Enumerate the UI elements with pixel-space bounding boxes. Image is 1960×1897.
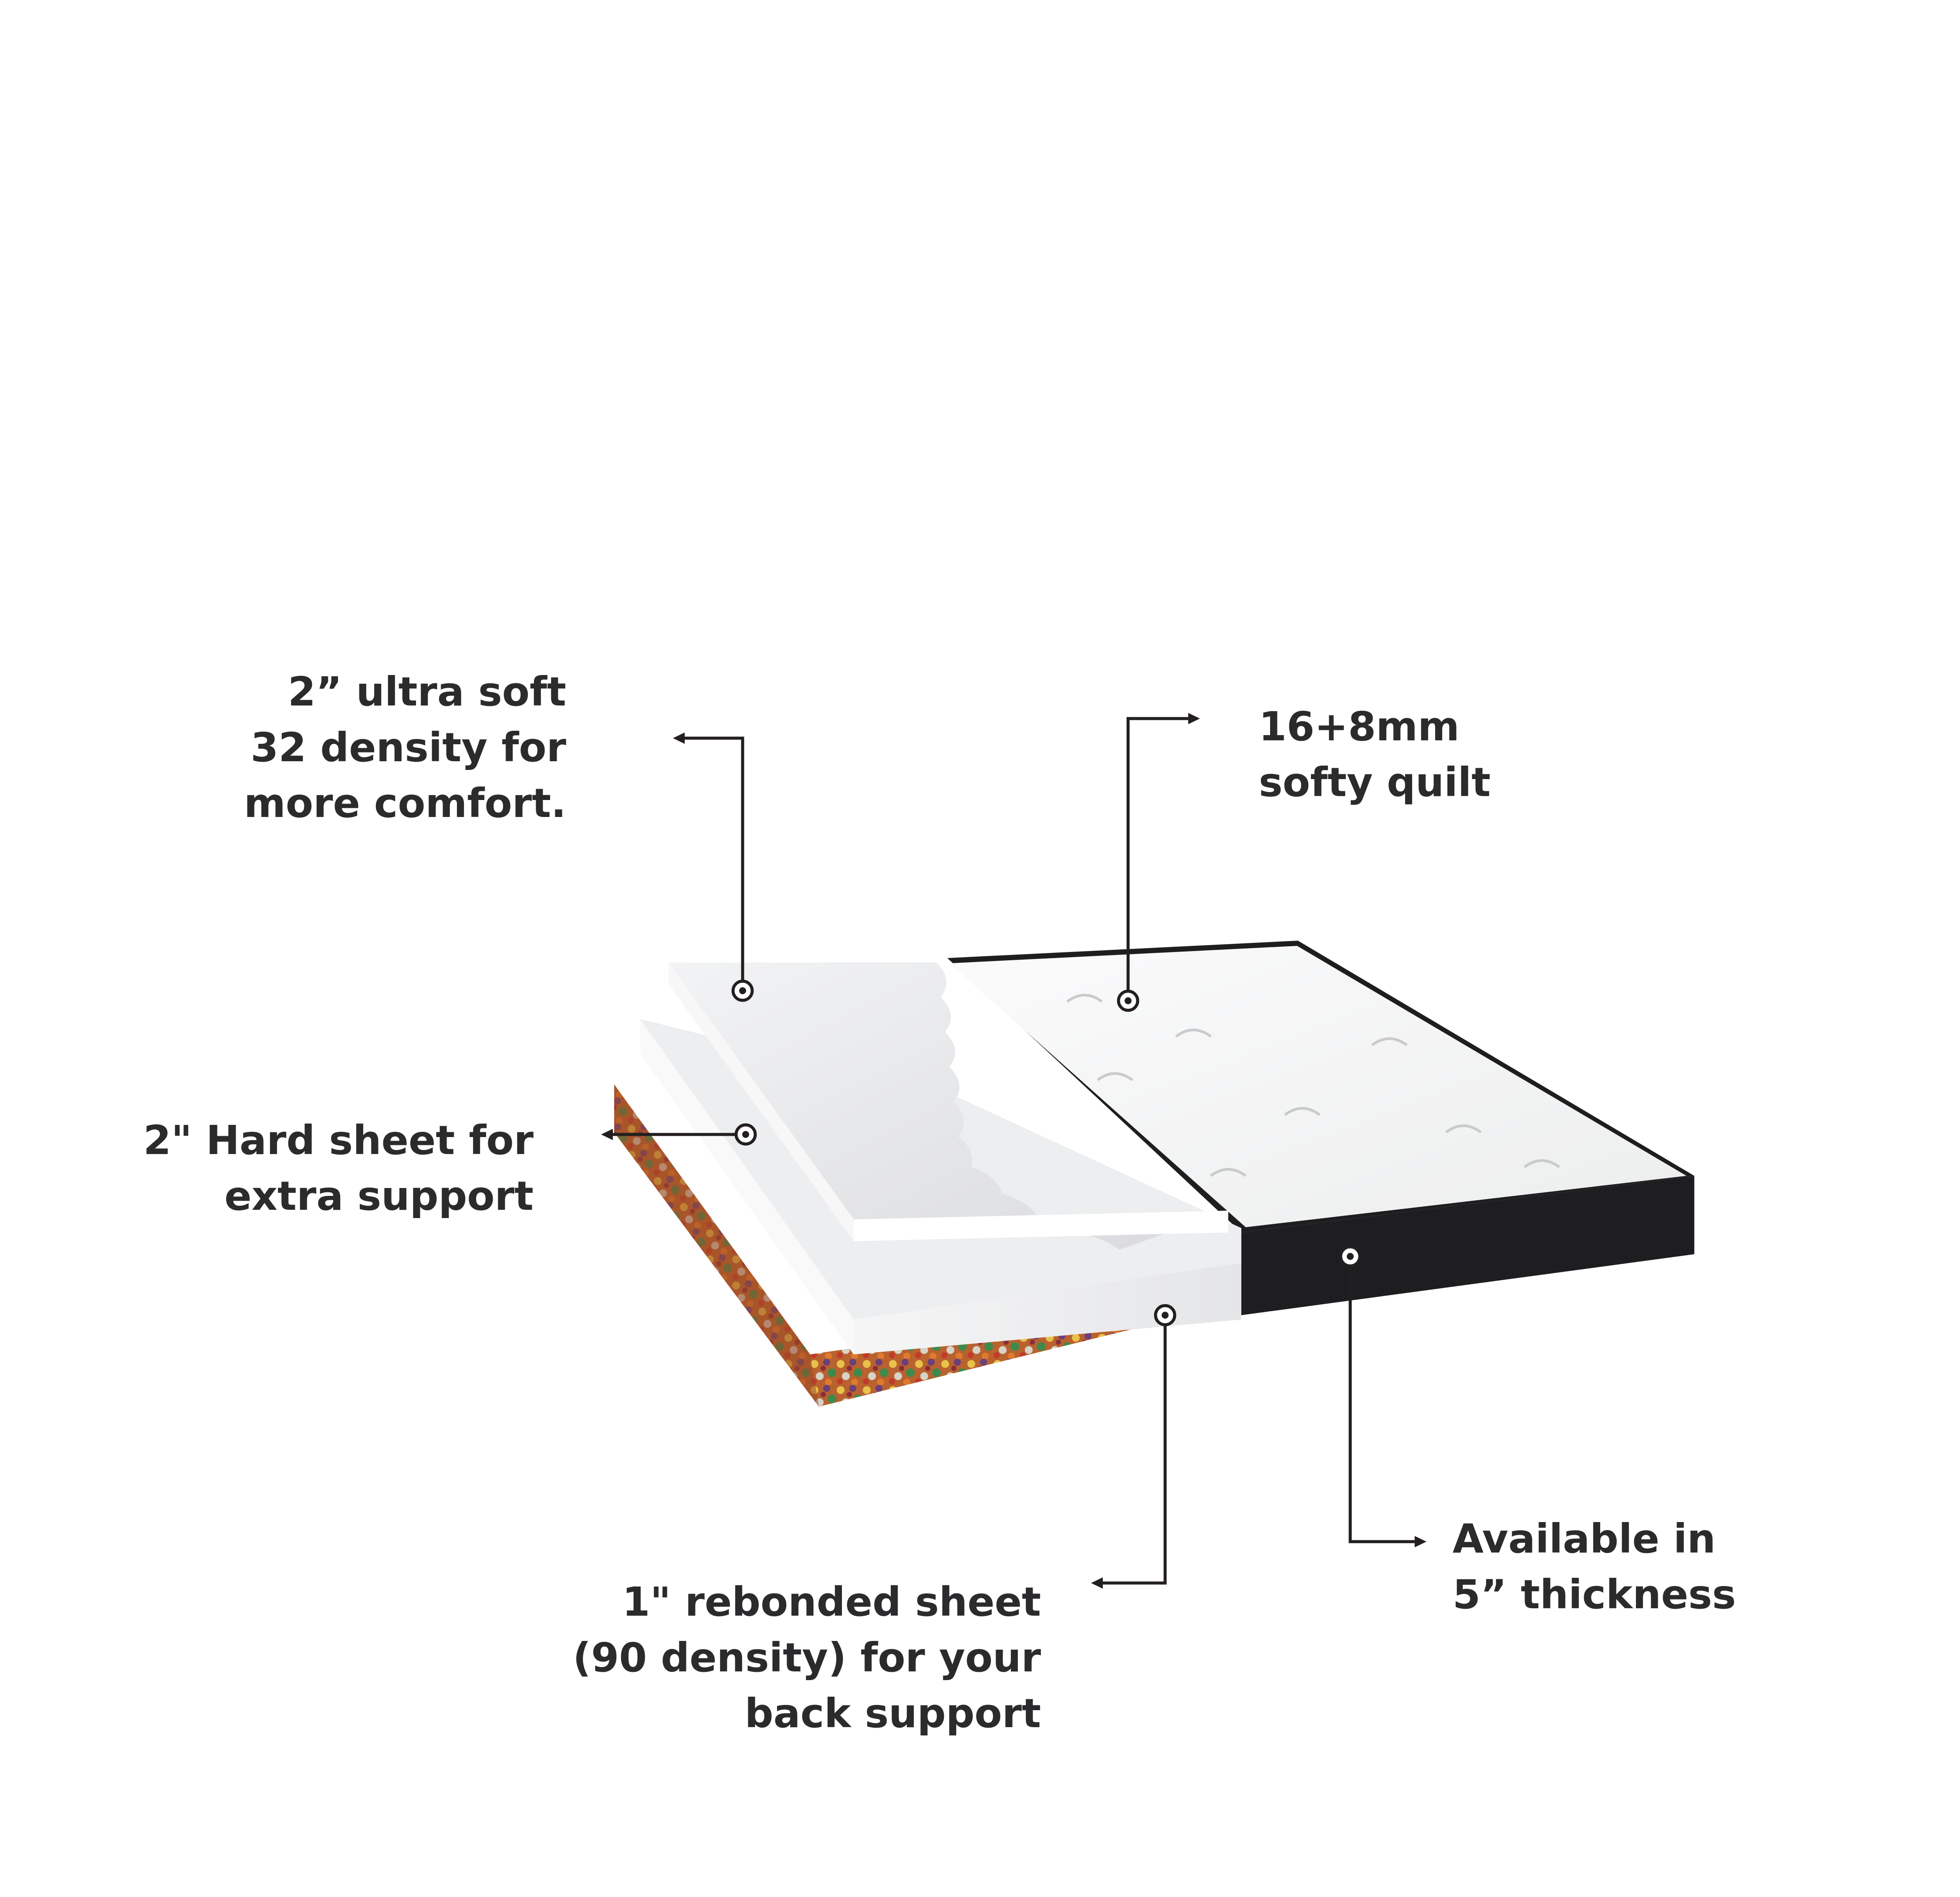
arrow-ultra-soft [673, 732, 685, 744]
marker-rebonded [1154, 1304, 1176, 1327]
callout-ultra-soft-line-1: 2” ultra soft [288, 668, 566, 715]
callout-hard-sheet: 2" Hard sheet for extra support [143, 1113, 534, 1224]
callout-ultra-soft-line-3: more comfort. [244, 780, 566, 827]
ultra-soft-layer [669, 962, 1228, 1250]
leader-ultra-soft [679, 736, 744, 991]
marker-softy-quilt [1117, 989, 1139, 1012]
callout-hard-sheet-line-1: 2" Hard sheet for [143, 1117, 534, 1164]
arrow-softy-quilt [1188, 713, 1200, 724]
marker-ultra-soft [731, 979, 754, 1002]
callout-ultra-soft-line-2: 32 density for [250, 724, 566, 771]
callout-softy-quilt-line-1: 16+8mm [1259, 703, 1460, 750]
leader-softy-quilt [1126, 717, 1193, 1001]
callout-rebonded-line-1: 1" rebonded sheet [622, 1579, 1041, 1625]
callout-rebonded: 1" rebonded sheet (90 density) for your … [573, 1574, 1041, 1742]
leader-thickness [1348, 1256, 1420, 1543]
callout-rebonded-line-2: (90 density) for your [573, 1634, 1041, 1681]
leader-rebonded [1098, 1315, 1167, 1585]
callout-softy-quilt-line-2: softy quilt [1259, 759, 1491, 806]
callout-rebonded-line-3: back support [744, 1690, 1041, 1737]
arrow-rebonded [1091, 1577, 1103, 1589]
quilt-top-surface [950, 946, 1686, 1227]
callout-thickness-line-2: 5” thickness [1453, 1571, 1736, 1618]
callout-thickness: Available in 5” thickness [1453, 1511, 1736, 1623]
callout-softy-quilt: 16+8mm softy quilt [1259, 699, 1490, 810]
arrowheads [601, 713, 1426, 1589]
marker-thickness [1339, 1245, 1362, 1268]
callout-ultra-soft: 2” ultra soft 32 density for more comfor… [244, 664, 566, 831]
marker-hard-sheet [734, 1123, 757, 1146]
leader-lines [608, 717, 1420, 1585]
arrow-thickness [1415, 1536, 1426, 1547]
callout-hard-sheet-line-2: extra support [224, 1173, 534, 1219]
marker-dots [731, 979, 1362, 1327]
callout-thickness-line-1: Available in [1453, 1516, 1716, 1562]
arrow-hard-sheet [601, 1129, 613, 1140]
